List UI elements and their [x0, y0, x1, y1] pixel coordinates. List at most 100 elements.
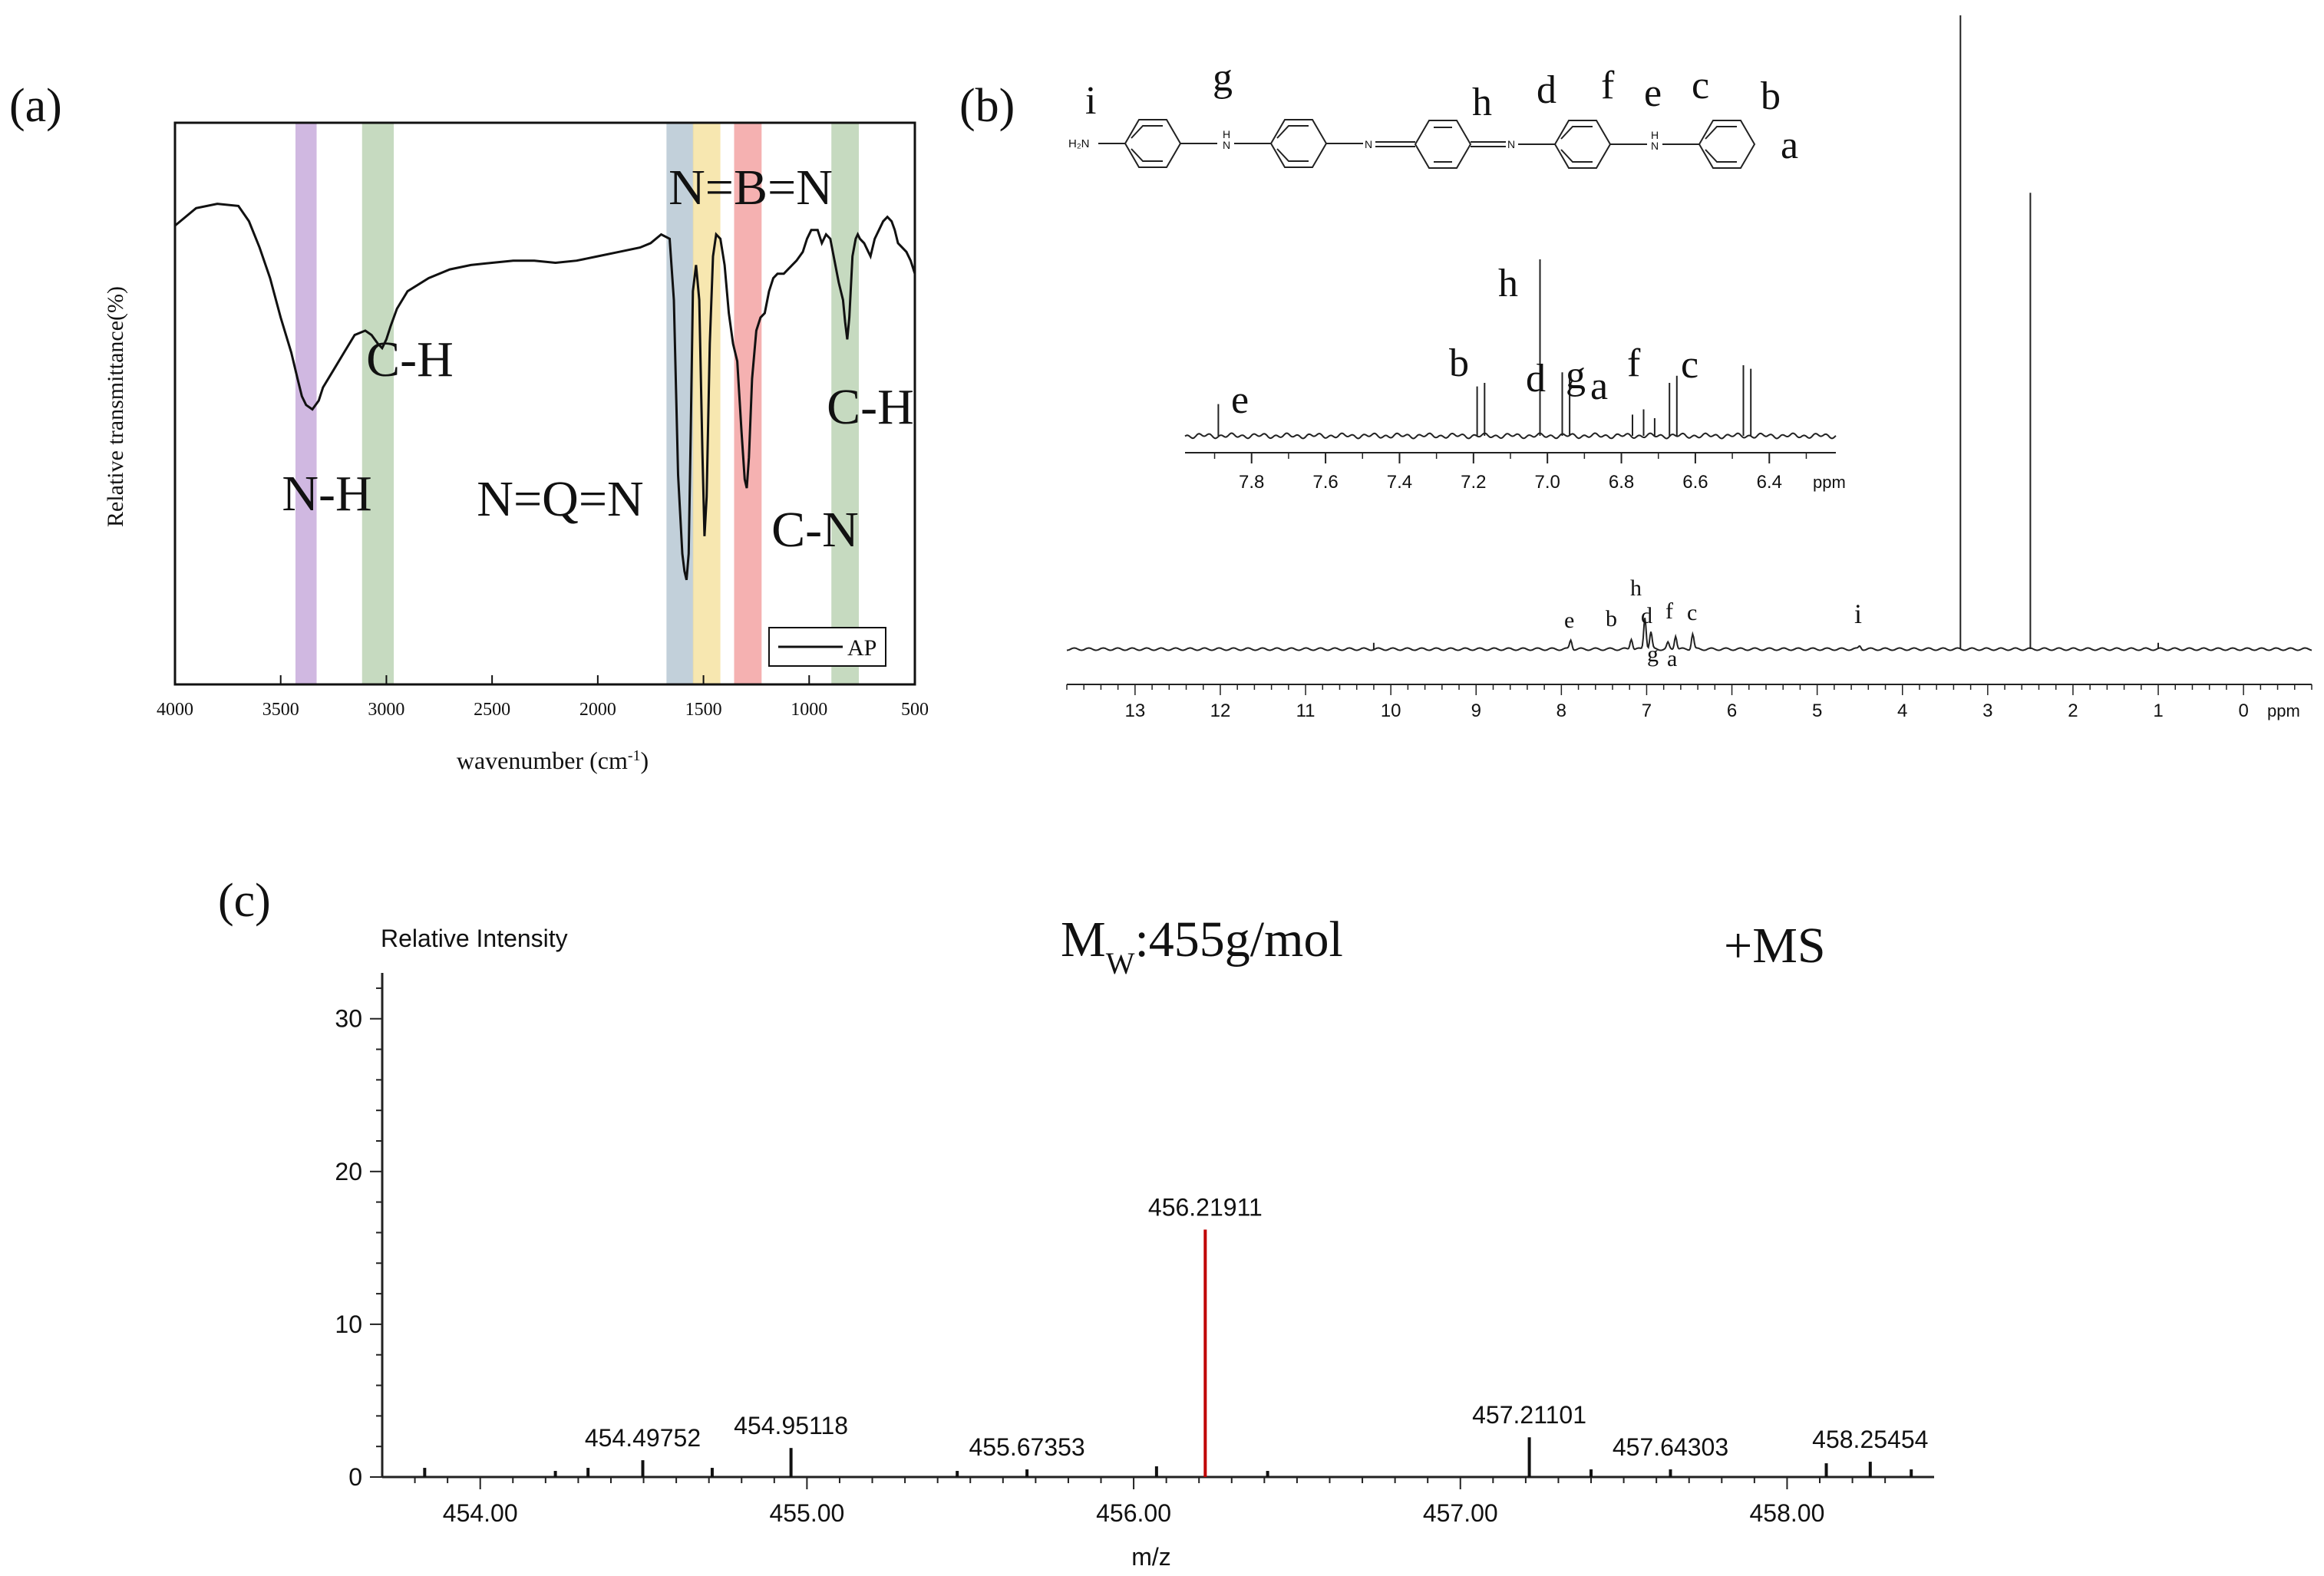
b-peak-label-f: f — [1665, 598, 1673, 624]
b-struct-label-d: d — [1537, 68, 1556, 112]
b-peak-label-g: g — [1647, 641, 1659, 667]
a-x-tick-label-3500: 3500 — [262, 700, 299, 720]
b-inset-label-b: b — [1449, 341, 1469, 385]
b-main-tick-label-12: 12 — [1210, 701, 1231, 721]
b-atom-nh-2-h: H — [1651, 129, 1659, 141]
a-x-tick-label-500: 500 — [901, 700, 929, 720]
c-y-tick-label-0: 0 — [348, 1463, 362, 1491]
b-atom-nh-1-h: H — [1223, 128, 1230, 140]
c-y-tick-label-10: 10 — [335, 1311, 362, 1338]
c-x-tick-label-456: 456.00 — [1096, 1499, 1171, 1527]
b-peak-label-a: a — [1667, 646, 1677, 671]
b-main-trace — [1066, 15, 2312, 651]
a-x-tick-label-2500: 2500 — [474, 700, 510, 720]
b-main-tick-label-5: 5 — [1812, 701, 1822, 721]
b-peak-label-e: e — [1564, 608, 1574, 633]
b-inset-tick-label-6.8: 6.8 — [1609, 472, 1634, 493]
b-inset-label-f: f — [1627, 341, 1641, 385]
b-struct-label-b: b — [1761, 74, 1781, 118]
c-x-tick-label-455: 455.00 — [769, 1499, 844, 1527]
b-atom-nh-2-n: N — [1651, 140, 1659, 152]
a-x-axis-label: wavenumber (cm-1) — [457, 747, 649, 774]
b-atom-nh-1-n: N — [1223, 139, 1230, 151]
b-main-tick-label-6: 6 — [1727, 701, 1737, 721]
a-y-axis-label: Relative transmittance(%) — [103, 286, 128, 527]
a-annotation-cn: C-N — [771, 502, 859, 558]
a-x-tick-label-1000: 1000 — [791, 700, 827, 720]
b-struct-label-c: c — [1692, 64, 1709, 107]
c-title-mw: MW:455g/mol — [1061, 912, 1343, 981]
c-peak-label-2: 455.67353 — [969, 1433, 1084, 1461]
b-main-tick-label-8: 8 — [1556, 701, 1566, 721]
b-inset-trace — [1184, 259, 1837, 440]
b-main-tick-label-7: 7 — [1642, 701, 1652, 721]
b-atom-n-imine-1: N — [1365, 138, 1372, 150]
b-main-tick-label-1: 1 — [2153, 701, 2163, 721]
b-main-tick-label-10: 10 — [1381, 701, 1401, 721]
b-peak-label-i: i — [1854, 598, 1862, 629]
a-band-2 — [666, 123, 695, 684]
b-inset-label-g: g — [1566, 354, 1586, 397]
a-band-5 — [831, 123, 860, 684]
panel-c-mass-spectrum: (c) Relative Intensity MW:455g/mol +MS 0… — [218, 875, 1934, 1571]
c-y-tick-label-30: 30 — [335, 1005, 362, 1033]
a-plot-frame — [173, 121, 916, 686]
c-mode-label: +MS — [1724, 918, 1826, 974]
c-peak-label-0: 454.49752 — [585, 1424, 701, 1452]
c-x-tick-label-458: 458.00 — [1750, 1499, 1825, 1527]
b-main-ppm-label: ppm — [2267, 701, 2300, 720]
b-main-tick-label-13: 13 — [1125, 701, 1146, 721]
c-peak-label-5: 457.64303 — [1613, 1433, 1728, 1461]
a-series-ap-line — [174, 203, 916, 581]
b-inset-label-h: h — [1498, 262, 1518, 305]
c-y-axis-label: Relative Intensity — [381, 925, 568, 952]
panel-c-label: (c) — [218, 875, 271, 927]
panel-b-nmr: (b) H₂N H N N N — [959, 15, 2312, 721]
b-main-tick-label-0: 0 — [2238, 701, 2248, 721]
a-annotation-nh: N-H — [282, 466, 371, 522]
b-inset-tick-label-6.4: 6.4 — [1757, 472, 1782, 493]
b-peak-label-b: b — [1606, 606, 1617, 631]
b-peak-label-c: c — [1687, 600, 1697, 625]
b-inset-label-a: a — [1590, 364, 1608, 408]
b-molecule-structure: H₂N H N N N H — [1068, 119, 1756, 169]
b-main-tick-label-9: 9 — [1471, 701, 1481, 721]
b-inset-tick-label-7.8: 7.8 — [1239, 472, 1264, 493]
a-x-tick-label-1500: 1500 — [685, 700, 722, 720]
b-inset-tick-label-7: 7.0 — [1534, 472, 1560, 493]
a-x-tick-label-2000: 2000 — [579, 700, 616, 720]
a-band-3 — [692, 123, 721, 684]
a-legend-label: AP — [847, 635, 876, 661]
c-peak-label-6: 458.25454 — [1812, 1426, 1928, 1453]
b-inset-tick-label-7.6: 7.6 — [1312, 472, 1338, 493]
b-atom-h2n: H₂N — [1068, 137, 1090, 150]
b-inset-label-d: d — [1526, 357, 1546, 401]
a-x-tick-label-4000: 4000 — [157, 700, 193, 720]
a-annotation-ch: C-H — [366, 331, 454, 387]
b-struct-label-a: a — [1781, 124, 1798, 167]
b-peak-label-h: h — [1630, 575, 1642, 601]
b-inset-label-c: c — [1681, 343, 1698, 387]
a-annotation-ch-2: C-H — [827, 379, 914, 435]
b-inset-tick-label-6.6: 6.6 — [1682, 472, 1708, 493]
b-struct-label-g: g — [1213, 56, 1233, 100]
b-main-tick-label-11: 11 — [1296, 701, 1316, 721]
b-struct-label-e: e — [1644, 71, 1662, 115]
b-inset-tick-label-7.4: 7.4 — [1387, 472, 1412, 493]
b-main-tick-label-4: 4 — [1897, 701, 1907, 721]
b-struct-label-h: h — [1472, 81, 1492, 124]
c-peak-label-4: 457.21101 — [1472, 1401, 1586, 1429]
b-atom-n-imine-2: N — [1507, 138, 1515, 150]
panel-a-label: (a) — [9, 80, 62, 132]
c-x-tick-label-457: 457.00 — [1423, 1499, 1498, 1527]
b-struct-label-i: i — [1085, 79, 1096, 123]
b-inset-ppm-label: ppm — [1813, 473, 1846, 492]
a-band-1 — [361, 123, 394, 684]
